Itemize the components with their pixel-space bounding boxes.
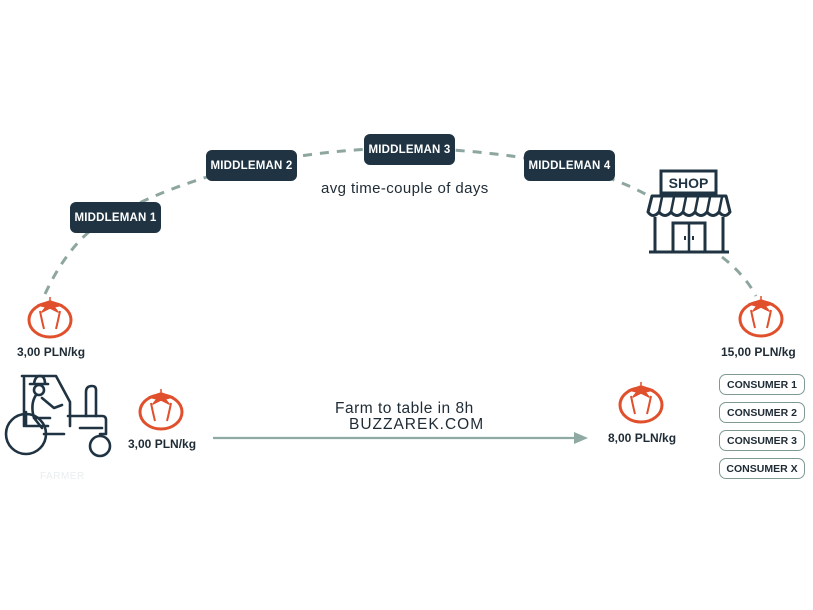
price-direct: 8,00 PLN/kg — [608, 431, 677, 445]
farmer-label: FARMER — [40, 471, 85, 482]
middleman-1-box: MIDDLEMAN 1 — [70, 202, 161, 233]
consumer-2-label: CONSUMER 2 — [726, 406, 797, 419]
farmer-tractor-icon — [4, 374, 112, 458]
price-farm-bottom: 3,00 PLN/kg — [128, 437, 197, 451]
middleman-4-box: MIDDLEMAN 4 — [524, 150, 615, 181]
direct-arrow-head — [574, 432, 588, 444]
direct-route-line2: BUZZAREK.COM — [349, 416, 485, 433]
direct-route-line1: Farm to table in 8h — [335, 400, 474, 417]
middleman-3-box: MIDDLEMAN 3 — [364, 134, 455, 165]
consumer-1-box: CONSUMER 1 — [719, 374, 805, 395]
middleman-2-box: MIDDLEMAN 2 — [206, 150, 297, 181]
tomato-icon-farm-top — [27, 297, 73, 339]
consumer-1-label: CONSUMER 1 — [726, 378, 797, 391]
shop-sign-text: SHOP — [669, 175, 709, 191]
shop-to-tomato-dash — [721, 255, 758, 297]
consumer-x-box: CONSUMER X — [719, 458, 805, 479]
price-farm-top: 3,00 PLN/kg — [17, 345, 86, 359]
shop-icon: SHOP — [646, 169, 732, 254]
consumer-2-box: CONSUMER 2 — [719, 402, 805, 423]
consumer-3-label: CONSUMER 3 — [726, 434, 797, 447]
avg-time-label: avg time-couple of days — [321, 180, 489, 197]
middleman-4-label: MIDDLEMAN 4 — [528, 159, 611, 172]
middleman-1-label: MIDDLEMAN 1 — [74, 211, 157, 224]
tomato-icon-farm-bottom — [138, 389, 184, 431]
tomato-icon-direct — [618, 382, 664, 424]
middleman-2-label: MIDDLEMAN 2 — [210, 159, 293, 172]
consumer-3-box: CONSUMER 3 — [719, 430, 805, 451]
middleman-3-label: MIDDLEMAN 3 — [368, 143, 451, 156]
price-shop: 15,00 PLN/kg — [721, 345, 796, 359]
tomato-icon-shop — [738, 296, 784, 338]
consumer-x-label: CONSUMER X — [726, 462, 798, 475]
